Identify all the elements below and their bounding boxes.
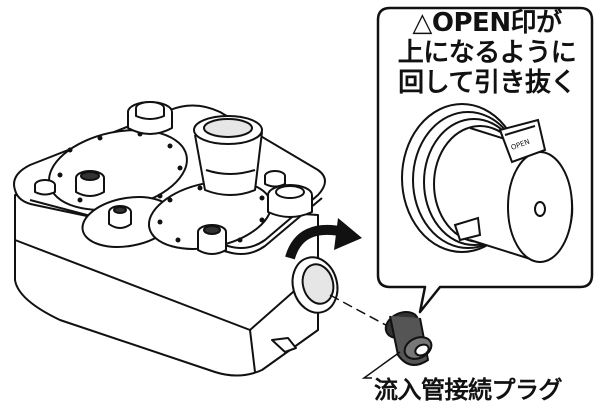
callout-line-3: 回して引き抜く — [398, 68, 576, 98]
pump-unit — [13, 101, 339, 377]
inflow-pipe-plug — [384, 310, 433, 366]
part-label: 流入管接続プラグ — [374, 376, 563, 404]
callout-instruction: △OPEN印が 上になるように 回して引き抜く — [382, 8, 592, 98]
callout-line-2: 上になるように — [397, 38, 577, 68]
rotation-arrow-icon — [285, 218, 362, 260]
callout-line-1: △OPEN印が — [412, 8, 562, 38]
part-label-leader-line — [361, 351, 401, 379]
plug-detail-illustration — [401, 103, 574, 264]
extraction-path-line — [329, 294, 396, 331]
